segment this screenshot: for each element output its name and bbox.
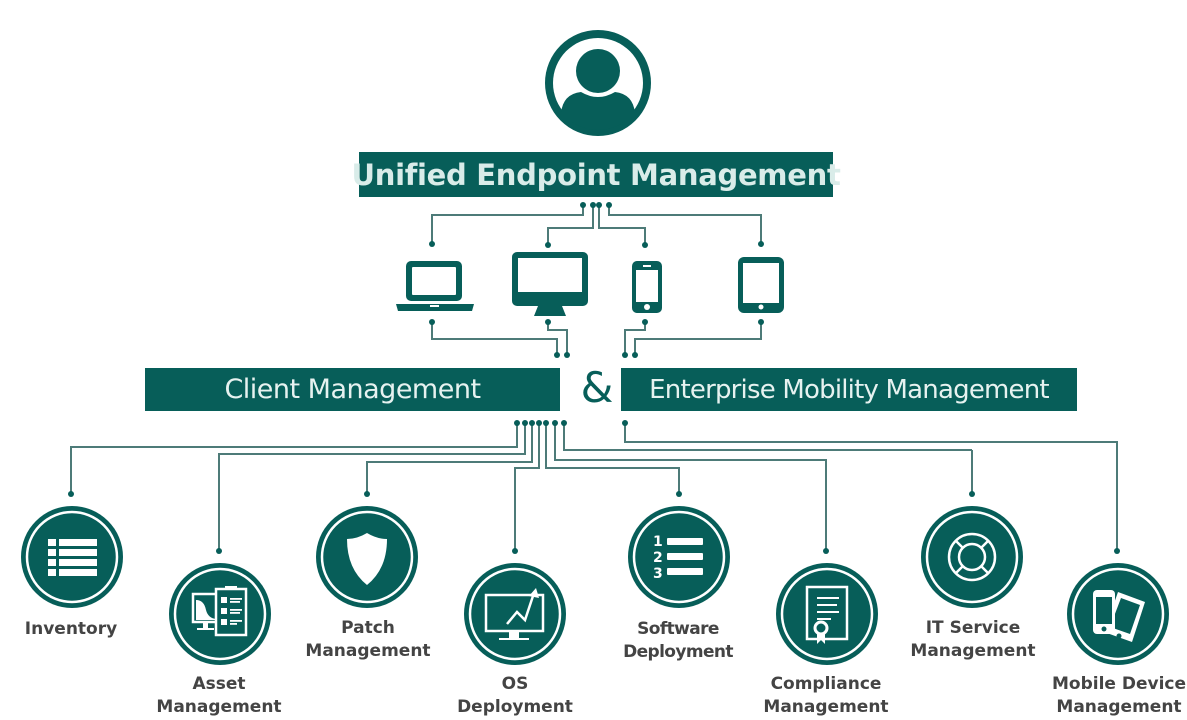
module-label-patch-management: Patch Management [283,617,453,663]
lifebuoy-icon [921,506,1023,608]
label-line: Software [637,619,719,639]
module-label-it-service-management: IT Service Management [888,617,1058,663]
numbered-list-icon: 123 [628,506,730,608]
connector-dots [68,202,1120,554]
label-line: Management [910,641,1036,661]
svg-text:2: 2 [653,550,663,566]
uem-title-banner: Unified Endpoint Management [351,152,841,197]
enterprise-mobility-management-label: Enterprise Mobility Management [649,374,1049,405]
tablet-icon [738,257,784,313]
label-line: Deployment [457,697,573,717]
module-label-software-deployment: Software Deployment [593,618,763,664]
label-line: Patch [341,618,395,638]
shield-icon [316,506,418,608]
label-line: Management [1056,697,1182,717]
client-management-banner: Client Management [145,368,560,411]
module-label-compliance-management: Compliance Management [741,673,911,719]
device-bar-connectors [431,322,762,355]
ampersand: & [580,362,614,412]
asset-clipboard-icon [169,563,271,665]
uem-device-connectors [431,206,762,244]
page-title: Unified Endpoint Management [351,157,841,192]
user-avatar-icon [545,30,651,136]
label-line: Inventory [24,619,118,639]
mobile-devices-icon [1067,563,1169,665]
label-line: Management [305,641,431,661]
label-line: Deployment [623,642,733,662]
svg-text:1: 1 [653,534,663,550]
smartphone-icon [632,261,662,313]
module-label-inventory: Inventory [0,618,156,641]
module-label-os-deployment: OS Deployment [430,673,600,719]
list-icon [21,506,123,608]
module-connectors [70,423,1118,550]
label-line: IT Service [925,618,1021,638]
module-label-asset-management: Asset Management [134,673,304,719]
label-line: Mobile Device [1051,674,1187,694]
label-line: Management [763,697,889,717]
desktop-monitor-icon [512,252,588,316]
enterprise-mobility-management-banner: Enterprise Mobility Management [621,368,1077,411]
svg-text:3: 3 [653,566,663,582]
label-line: OS [501,674,529,694]
laptop-icon [396,261,474,311]
certificate-icon [776,563,878,665]
label-line: Compliance [770,674,882,694]
monitor-chart-icon [464,563,566,665]
label-line: Management [156,697,282,717]
module-label-mobile-device-management: Mobile Device Management [1034,673,1187,719]
client-management-label: Client Management [224,374,481,405]
label-line: Asset [192,674,246,694]
